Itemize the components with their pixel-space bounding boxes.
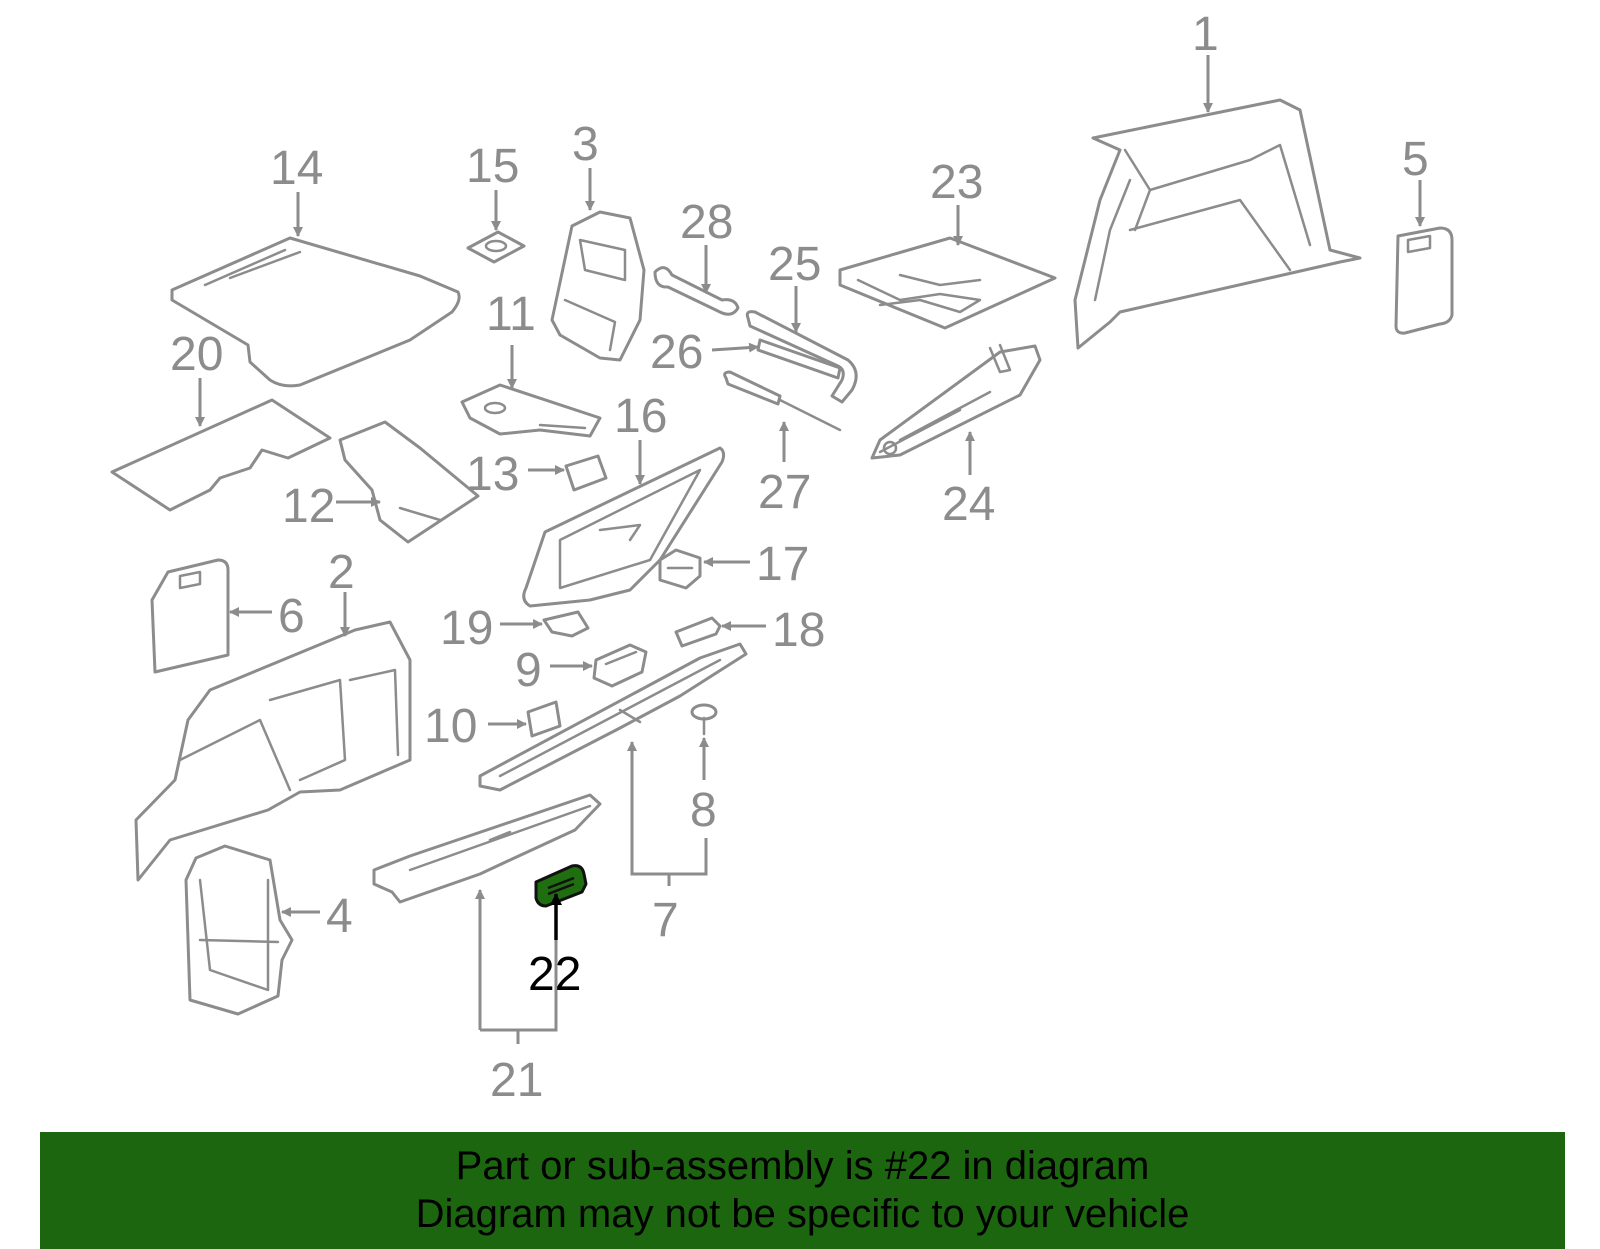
part-28-wrench[interactable]	[653, 266, 740, 316]
part-15-speaker[interactable]	[466, 230, 526, 264]
callout-19: 19	[440, 602, 493, 655]
part-4-storage-box[interactable]	[184, 844, 294, 1016]
callout-25: 25	[768, 238, 821, 291]
callout-23: 23	[930, 156, 983, 209]
callout-6: 6	[278, 590, 305, 643]
callout-14: 14	[270, 142, 323, 195]
part-10-bracket[interactable]	[526, 700, 562, 738]
part-1-quarter-trim-right[interactable]	[1073, 98, 1362, 350]
callout-7: 7	[652, 894, 679, 947]
part-11-bracket[interactable]	[460, 383, 602, 438]
callout-3: 3	[572, 118, 599, 171]
part-18-pad[interactable]	[674, 616, 722, 648]
part-16-trim-panel[interactable]	[522, 446, 726, 608]
callout-8: 8	[690, 784, 717, 837]
part-13-clip[interactable]	[564, 454, 608, 492]
callout-17: 17	[756, 538, 809, 591]
part-6-trim-cover[interactable]	[150, 558, 230, 674]
callout-28: 28	[680, 196, 733, 249]
callout-15: 15	[466, 140, 519, 193]
part-7-sill-plate[interactable]	[478, 642, 748, 792]
callout-21: 21	[490, 1054, 543, 1107]
banner-line-2: Diagram may not be specific to your vehi…	[415, 1192, 1190, 1236]
part-3-storage-bin[interactable]	[550, 210, 646, 362]
callout-10: 10	[424, 700, 477, 753]
part-24-jack[interactable]	[870, 343, 1042, 460]
part-14-floor-mat[interactable]	[170, 236, 461, 388]
part-22-highlighted[interactable]	[534, 864, 588, 908]
callout-11: 11	[486, 288, 536, 341]
parts-diagram: 1 5 23 24 28 25 26 27	[110, 8, 1454, 1107]
info-banner: Part or sub-assembly is #22 in diagram D…	[40, 1132, 1565, 1249]
callout-12: 12	[282, 480, 335, 533]
callout-2: 2	[328, 546, 355, 599]
part-17-clip[interactable]	[658, 548, 702, 590]
part-23-tool-tray[interactable]	[838, 236, 1057, 330]
part-5-trim-cover[interactable]	[1394, 226, 1454, 335]
part-12-tray[interactable]	[338, 420, 480, 544]
part-25-lug-wrench[interactable]	[745, 310, 858, 404]
callout-27: 27	[758, 466, 811, 519]
part-2-quarter-trim-left[interactable]	[134, 620, 412, 882]
callout-16: 16	[614, 390, 667, 443]
callout-13: 13	[466, 448, 519, 501]
callout-24: 24	[942, 478, 995, 531]
part-19-clip[interactable]	[542, 610, 590, 638]
callout-18: 18	[772, 604, 825, 657]
callout-5: 5	[1402, 133, 1429, 186]
callout-20: 20	[170, 328, 223, 381]
callout-26: 26	[650, 326, 703, 379]
part-27-screwdriver[interactable]	[723, 370, 842, 432]
part-8-push-clip[interactable]	[690, 703, 718, 736]
part-20-cargo-mat[interactable]	[110, 398, 332, 512]
callout-4: 4	[326, 890, 353, 943]
banner-line-1: Part or sub-assembly is #22 in diagram	[455, 1144, 1150, 1188]
callout-1: 1	[1192, 8, 1219, 61]
part-21-sill-assembly[interactable]	[372, 793, 602, 904]
part-9-bracket[interactable]	[592, 643, 648, 688]
callout-22: 22	[528, 948, 581, 1001]
callout-9: 9	[515, 644, 542, 697]
